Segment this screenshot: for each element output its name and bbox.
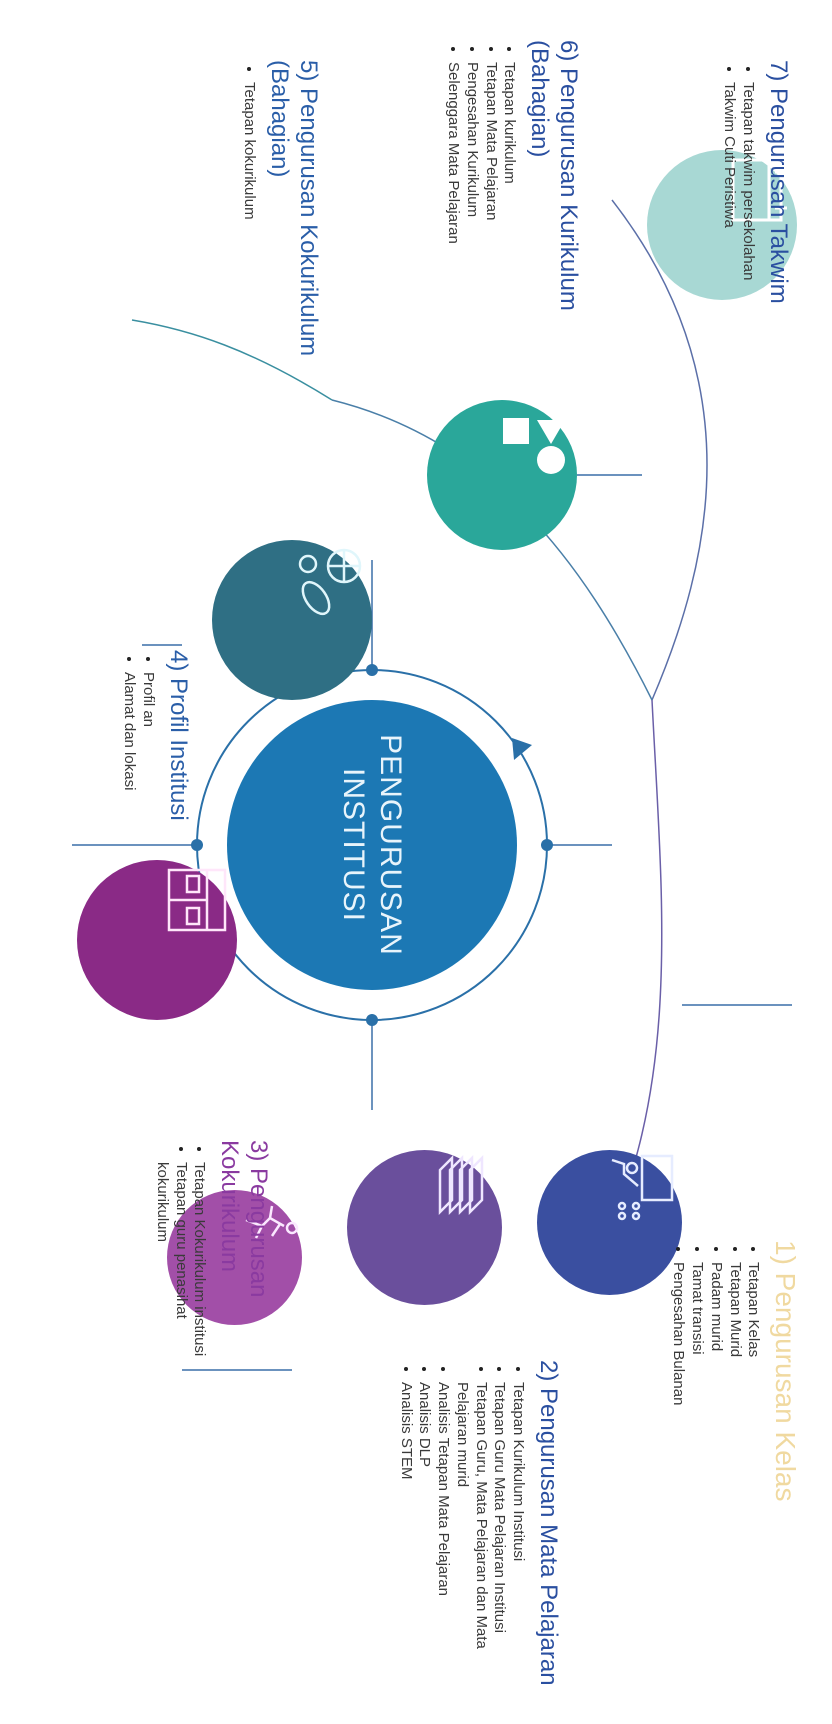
section-2-list: Tetapan Kurikulum Institusi Tetapan Guru…	[396, 1360, 528, 1700]
list-item: Tetapan Kurikulum Institusi	[508, 1382, 527, 1700]
list-item: Analisis DLP	[415, 1382, 433, 1700]
section-5: 5) Pengurusan Kokurikulum (Bahagian) Tet…	[240, 60, 322, 380]
section-1-list: Tetapan Kelas Tetapan Murid Padam murid …	[669, 1240, 762, 1570]
list-item: Padam murid	[706, 1262, 725, 1570]
ring-arrow-left	[512, 738, 532, 760]
section-3-list: Tetapan Kokurikulum institusi Tetapan gu…	[152, 1140, 209, 1380]
running-athlete-icon	[245, 1205, 299, 1239]
list-item: Tetapan Guru, Mata Pelajaran dan Mata Pe…	[452, 1382, 490, 1700]
section-4-title: 4) Profil Institusi	[165, 650, 192, 821]
list-item: Pengesahan Kurikulum	[462, 62, 481, 370]
section-4-list: Profil an Alamat dan lokasi	[120, 650, 157, 880]
section-4: 4) Profil Institusi Profil an Alamat dan…	[120, 650, 192, 880]
list-item: Analisis STEM	[396, 1382, 415, 1700]
section-3: 3) Pengurusan Kokurikulum Tetapan Kokuri…	[152, 1140, 272, 1380]
list-item: Takwim Cuti Peristiwa	[720, 82, 738, 360]
section-6: 6) Pengurusan Kurikulum (Bahagian) Tetap…	[443, 40, 582, 370]
section-1-title: 1) Pengurusan Kelas	[770, 1240, 801, 1502]
outer-arc-left-bottom	[131, 319, 333, 401]
section-5-list: Tetapan kokurikulum	[240, 60, 258, 380]
list-item: Profil an	[138, 672, 157, 880]
teacher-classroom-icon	[611, 1154, 674, 1221]
list-item: Alamat dan lokasi	[120, 672, 138, 880]
list-item: Tetapan kurikulum	[500, 62, 518, 370]
section-7: 7) Pengurusan Takwim Tetapan takwim pers…	[720, 60, 792, 360]
list-item: Selenggara Mata Pelajaran	[443, 62, 462, 370]
list-item: Tetapan Murid	[725, 1262, 744, 1570]
node-kokurikulum-bahagian	[212, 540, 372, 700]
center-line-2: INSTITUSI	[337, 767, 370, 922]
sports-balls-icon	[298, 548, 362, 616]
node-takwim	[647, 150, 797, 300]
section-6-title: 6) Pengurusan Kurikulum (Bahagian)	[526, 40, 582, 311]
center-hub: PENGURUSAN INSTITUSI	[227, 700, 517, 990]
list-item: Tetapan guru penasihat kokurikulum	[152, 1162, 190, 1380]
section-7-title: 7) Pengurusan Takwim	[765, 60, 792, 304]
ring-dot-top	[366, 664, 378, 676]
list-item: Tetapan Guru Mata Pelajaran Institusi	[490, 1382, 508, 1700]
node-pengurusan-kelas	[537, 1150, 682, 1295]
building-icon	[167, 868, 227, 932]
section-2: 2) Pengurusan Mata Pelajaran Tetapan Kur…	[396, 1360, 562, 1700]
ring-dot-bottom	[366, 1014, 378, 1026]
books-stack-icon	[438, 1154, 484, 1216]
section-2-title: 2) Pengurusan Mata Pelajaran	[535, 1360, 562, 1686]
node-profil-institusi	[77, 860, 237, 1020]
list-item: Tetapan Kokurikulum institusi	[190, 1162, 208, 1380]
list-item: Tetapan takwim persekolahan	[738, 82, 757, 360]
center-hub-label: PENGURUSAN INSTITUSI	[335, 734, 410, 956]
center-line-1: PENGURUSAN	[374, 734, 408, 956]
ring-dot-right	[191, 839, 203, 851]
calendar-board-icon	[731, 158, 787, 222]
list-item: Tetapan Kelas	[744, 1262, 762, 1570]
node-kurikulum-bahagian	[427, 400, 577, 550]
shapes-icon	[503, 418, 565, 474]
section-7-list: Tetapan takwim persekolahan Takwim Cuti …	[720, 60, 757, 360]
node-kokurikulum	[167, 1190, 302, 1325]
list-item: Tamat transisi	[687, 1262, 706, 1570]
section-3-title: 3) Pengurusan Kokurikulum	[216, 1140, 272, 1298]
outer-arc-left-top	[611, 199, 708, 701]
section-6-list: Tetapan kurikulum Tetapan Mata Pelajaran…	[443, 40, 518, 370]
list-item: Tetapan kokurikulum	[240, 82, 258, 380]
node-mata-pelajaran	[347, 1150, 502, 1305]
list-item: Tetapan Mata Pelajaran	[481, 62, 500, 370]
list-item: Pengesahan Bulanan	[669, 1262, 687, 1570]
ring-dot-left	[541, 839, 553, 851]
list-item: Analisis Tetapan Mata Pelajaran	[433, 1382, 452, 1700]
section-5-title: 5) Pengurusan Kokurikulum (Bahagian)	[266, 60, 322, 357]
section-1: 1) Pengurusan Kelas Tetapan Kelas Tetapa…	[669, 1240, 802, 1570]
